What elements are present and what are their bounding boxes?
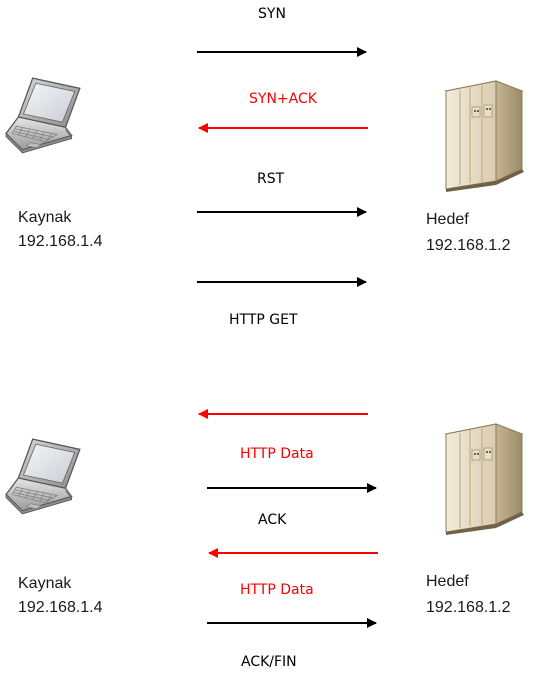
source-ip: 192.168.1.4 xyxy=(18,599,103,616)
message-label-syn: SYN xyxy=(258,6,286,22)
message-label-http-data-1: HTTP Data xyxy=(240,446,314,462)
message-label-ack: ACK xyxy=(258,512,287,528)
target-name: Hedef xyxy=(426,211,469,228)
target-name: Hedef xyxy=(426,573,469,590)
message-label-ack-fin: ACK/FIN xyxy=(241,654,297,670)
source-name: Kaynak xyxy=(18,209,72,226)
message-label-syn-ack: SYN+ACK xyxy=(249,91,317,107)
source-name: Kaynak xyxy=(18,575,72,592)
target-ip: 192.168.1.2 xyxy=(426,599,511,616)
message-label-http-get: HTTP GET xyxy=(229,312,298,328)
target-ip: 192.168.1.2 xyxy=(426,237,511,254)
source-ip: 192.168.1.4 xyxy=(18,233,103,250)
message-label-http-data-2: HTTP Data xyxy=(240,582,314,598)
message-label-rst: RST xyxy=(257,171,285,187)
